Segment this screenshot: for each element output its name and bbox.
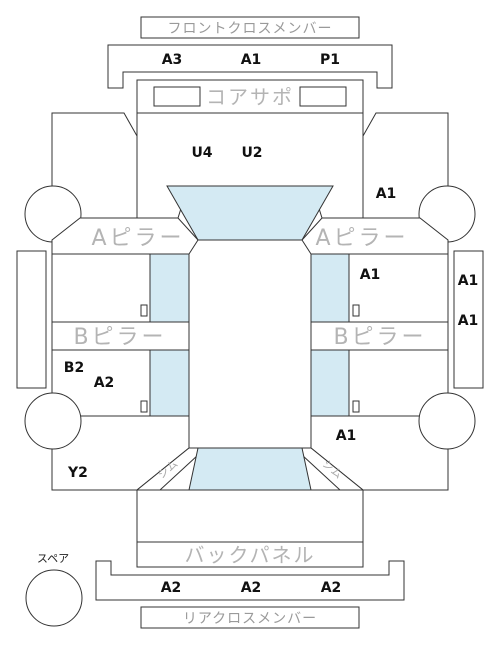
rear-bracket	[95, 560, 405, 601]
left-rear-handle	[140, 400, 148, 413]
b-pillar-left-label: Bピラー	[73, 325, 166, 350]
b-pillar-right-label: Bピラー	[333, 325, 426, 350]
rear-cross-member-box	[140, 606, 360, 629]
right-front-handle	[352, 304, 360, 317]
code-core-left: U4	[191, 145, 212, 161]
core-support-slot-left	[153, 86, 201, 107]
code-front-cross-left: A3	[162, 52, 183, 68]
code-right-outer-sill-top: A1	[458, 273, 479, 289]
cabin-outline	[188, 239, 312, 449]
right-rear-handle	[352, 400, 360, 413]
left-outer-sill	[16, 250, 47, 389]
a-pillar-left-label: Aピラー	[91, 226, 184, 251]
core-support-label: コアサポ	[206, 85, 294, 109]
trunk-area	[136, 489, 364, 543]
left-rocker-glass-front	[149, 253, 190, 323]
right-rocker-glass-front	[310, 253, 350, 323]
rear-glass	[188, 447, 312, 491]
code-front-cross-center: A1	[241, 52, 262, 68]
code-left-bottom: Y2	[67, 465, 88, 481]
spare-label: スペア	[37, 552, 69, 565]
code-right-rear: A1	[336, 428, 357, 444]
code-right-rocker-upper: A1	[360, 267, 381, 283]
left-front-handle	[140, 304, 148, 317]
front-bracket	[107, 44, 393, 89]
a-pillar-right-label: Aピラー	[315, 226, 408, 251]
front-cross-member-box	[140, 16, 360, 39]
rear-corner-left	[135, 447, 199, 491]
front-cross-member-label: フロントクロスメンバー	[168, 21, 333, 37]
spare-tire	[25, 569, 83, 627]
core-support-slot-right	[299, 86, 347, 107]
code-left-rear-b: B2	[64, 360, 84, 376]
left-rocker-glass-rear	[149, 349, 190, 417]
code-right-outer-sill-bottom: A1	[458, 313, 479, 329]
code-front-right-area: A1	[376, 186, 397, 202]
b-pillar-right	[310, 321, 449, 351]
back-panel-label: バックパネル	[185, 543, 316, 567]
code-left-rear-a: A2	[94, 375, 115, 391]
code-rear-cross-right: A2	[321, 580, 342, 596]
right-rocker-glass-rear	[310, 349, 350, 417]
code-core-right: U2	[241, 145, 262, 161]
right-outer-sill	[453, 250, 484, 389]
rear-right-wheel	[418, 392, 476, 450]
code-front-cross-right: P1	[320, 52, 340, 68]
code-rear-cross-center: A2	[241, 580, 262, 596]
code-rear-cross-left: A2	[161, 580, 182, 596]
rear-left-wheel	[24, 392, 82, 450]
rear-cross-member-label: リアクロスメンバー	[183, 611, 317, 627]
front-glass	[166, 185, 334, 241]
back-panel-box	[136, 541, 364, 568]
